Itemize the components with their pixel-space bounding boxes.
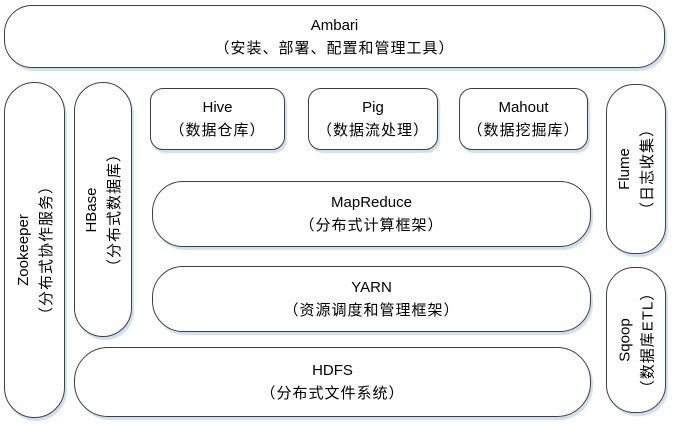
node-hdfs: HDFS （分布式文件系统）: [74, 347, 591, 417]
node-hbase: HBase （分布式数据库）: [74, 82, 132, 337]
node-flume-label: Flume: [616, 148, 634, 190]
node-mahout: Mahout （数据挖掘库）: [459, 88, 588, 150]
node-ambari-label: Ambari: [310, 16, 359, 34]
node-yarn: YARN （资源调度和管理框架）: [152, 266, 591, 332]
node-hdfs-label: HDFS: [312, 362, 353, 379]
node-ambari-desc: （安装、部署、配置和管理工具）: [214, 39, 455, 57]
node-hdfs-desc: （分布式文件系统）: [260, 385, 405, 402]
node-yarn-label: YARN: [351, 279, 392, 296]
node-hive-label: Hive: [202, 99, 233, 116]
node-mahout-label: Mahout: [498, 99, 549, 116]
node-hbase-label: HBase: [83, 186, 101, 233]
node-hbase-desc: （分布式数据库）: [106, 145, 124, 274]
node-flume-rotated-text: Flume （日志收集）: [613, 121, 659, 217]
node-mapreduce: MapReduce （分布式计算框架）: [152, 181, 591, 247]
node-hbase-rotated-text: HBase （分布式数据库）: [80, 145, 126, 273]
node-pig: Pig （数据流处理）: [308, 88, 438, 150]
node-mahout-desc: （数据挖掘库）: [467, 122, 580, 139]
node-ambari: Ambari （安装、部署、配置和管理工具）: [4, 5, 665, 68]
node-sqoop-desc: （数据库ETL）: [639, 284, 657, 396]
node-yarn-desc: （资源调度和管理框架）: [283, 302, 460, 319]
node-hive-desc: （数据仓库）: [169, 122, 266, 139]
node-pig-desc: （数据流处理）: [316, 122, 429, 139]
node-zookeeper-desc: （分布式协作服务）: [37, 177, 55, 323]
node-flume-desc: （日志收集）: [639, 120, 657, 218]
node-sqoop-label: Sqoop: [616, 318, 634, 362]
node-zookeeper: Zookeeper （分布式协作服务）: [4, 82, 65, 418]
node-flume: Flume （日志收集）: [606, 84, 666, 254]
node-zookeeper-label: Zookeeper: [14, 214, 32, 286]
node-mapreduce-desc: （分布式计算框架）: [299, 217, 444, 234]
node-hive: Hive （数据仓库）: [150, 88, 285, 150]
node-mapreduce-label: MapReduce: [331, 194, 412, 211]
node-zookeeper-rotated-text: Zookeeper （分布式协作服务）: [12, 178, 58, 322]
node-sqoop-rotated-text: Sqoop （数据库ETL）: [613, 285, 659, 396]
node-sqoop: Sqoop （数据库ETL）: [606, 267, 666, 413]
node-pig-label: Pig: [362, 99, 384, 116]
